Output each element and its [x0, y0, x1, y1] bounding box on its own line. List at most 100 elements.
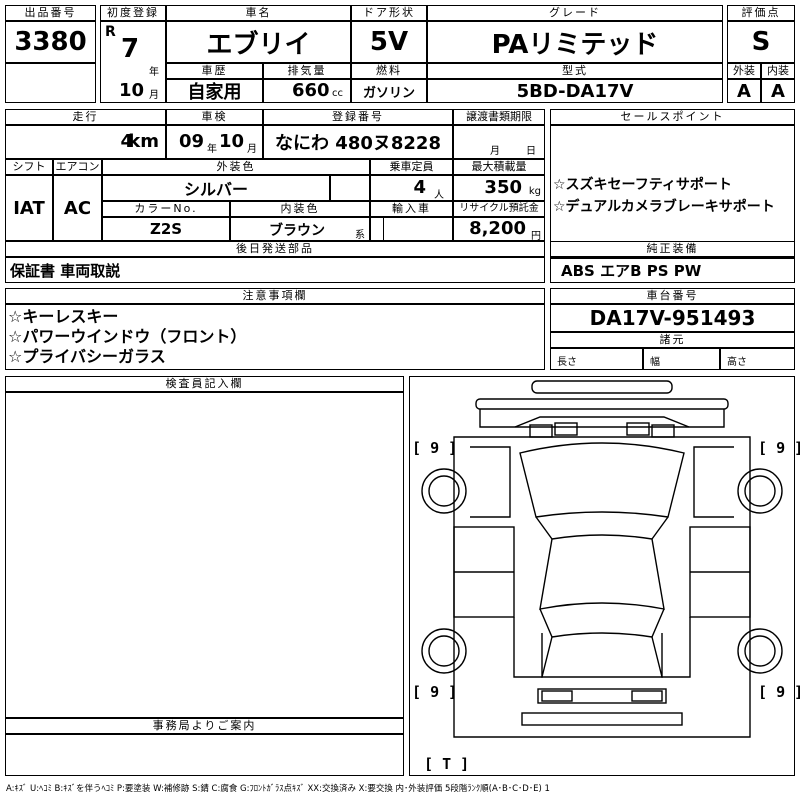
inspection-month: 10	[219, 131, 245, 152]
max-load: 350	[484, 177, 522, 198]
inspection-year: 09	[179, 131, 205, 152]
tire-rear-right: [ 9 ]	[758, 683, 800, 701]
notes-label: 注意事項欄	[5, 288, 545, 304]
spec-length-box: 長さ	[550, 348, 643, 370]
car-outline	[421, 380, 783, 738]
shift: IAT	[5, 175, 53, 241]
transfer-day-unit: 日	[526, 146, 536, 157]
first-reg-month: 10	[119, 80, 145, 101]
recycle-fee: 8,200	[469, 218, 526, 239]
car-name-label: 車名	[166, 5, 351, 21]
sales-point-box: ☆スズキセーフティサポート ☆デュアルカメラブレーキサポート	[550, 125, 795, 259]
chassis-number: DA17V-951493	[550, 304, 795, 332]
transfer-month-unit: 月	[490, 146, 500, 157]
capacity-label: 乗車定員	[370, 159, 453, 175]
displacement-unit: cc	[332, 88, 343, 99]
score-label: 評価点	[727, 5, 795, 21]
chassis-label: 車台番号	[550, 288, 795, 304]
inspection-year-unit: 年	[207, 144, 217, 155]
plate-label: 登録番号	[263, 109, 453, 125]
aircon: AC	[53, 175, 102, 241]
max-load-label: 最大積載量	[453, 159, 545, 175]
spec-length-label: 長さ	[557, 357, 577, 368]
plate-number: なにわ 480ヌ8228	[263, 125, 453, 159]
exterior-color: シルバー	[102, 175, 330, 201]
capacity: 4	[413, 177, 426, 198]
door-label: ドア形状	[351, 5, 427, 21]
first-reg-label: 初度登録	[100, 5, 166, 21]
max-load-unit: kg	[528, 186, 541, 197]
grade: PAリミテッド	[427, 21, 723, 63]
fuel: ガソリン	[351, 79, 427, 103]
tire-front-right: [ 9 ]	[758, 439, 800, 457]
ext-score: A	[727, 79, 761, 103]
recycle-box: 8,200 円	[453, 217, 545, 242]
history-label: 車歴	[166, 63, 263, 79]
max-load-box: 350 kg	[453, 175, 545, 201]
lot-number: 3380	[5, 21, 96, 63]
mileage: 4	[120, 131, 133, 152]
exterior-color-label: 外装色	[102, 159, 370, 175]
car-name: エブリイ	[166, 21, 351, 63]
interior-color-box: ブラウン 系	[230, 217, 370, 241]
spec-height-label: 高さ	[727, 357, 747, 368]
inspection-month-unit: 月	[247, 144, 257, 155]
first-reg-era: R	[105, 24, 116, 40]
tire-front-left: [ 9 ]	[412, 439, 458, 457]
displacement: 660	[292, 80, 330, 101]
import-box	[370, 217, 453, 241]
interior-color-unit: 系	[355, 230, 365, 241]
sales-point-label: セールスポイント	[550, 109, 795, 125]
grade-label: グレード	[427, 5, 723, 21]
later-parts-box: 保証書 車両取説	[5, 257, 545, 283]
spec-width-box: 幅	[643, 348, 720, 370]
inspection-label: 車検	[166, 109, 263, 125]
note-2: ☆パワーウインドウ（フロント）	[8, 327, 247, 346]
later-parts-label: 後日発送部品	[5, 241, 545, 257]
displacement-label: 排気量	[263, 63, 351, 79]
mileage-unit: km	[128, 131, 159, 152]
first-reg-year: 7	[121, 34, 140, 64]
spec-width-label: 幅	[650, 357, 660, 368]
color-no: Z2S	[102, 217, 230, 241]
notes-box: ☆キーレスキー ☆パワーウインドウ（フロント） ☆プライバシーガラス	[5, 304, 545, 370]
interior-color-label: 内装色	[230, 201, 370, 217]
mileage-label: 走行	[5, 109, 166, 125]
model-label: 型式	[427, 63, 723, 79]
spec-height-box: 高さ	[720, 348, 795, 370]
ext-score-label: 外装	[727, 63, 761, 79]
note-1: ☆キーレスキー	[8, 307, 119, 326]
sales-point-1: ☆スズキセーフティサポート	[553, 177, 732, 193]
lot-blank	[5, 63, 96, 103]
legend: A:ｷｽﾞ U:ﾍｺﾐ B:ｷｽﾞを伴うﾍｺﾐ P:要塗装 W:補修跡 S:錆 …	[6, 784, 550, 794]
note-3: ☆プライバシーガラス	[8, 347, 166, 366]
recycle-unit: 円	[531, 231, 541, 242]
recycle-label: リサイクル預託金	[453, 201, 545, 217]
displacement-box: 660 cc	[263, 79, 351, 103]
later-parts: 保証書 車両取説	[10, 262, 121, 280]
first-reg-month-unit: 月	[149, 90, 159, 101]
aircon-label: エアコン	[53, 159, 102, 175]
interior-color: ブラウン	[269, 223, 325, 239]
model: 5BD-DA17V	[427, 79, 723, 103]
import-label: 輸入車	[370, 201, 453, 217]
fuel-label: 燃料	[351, 63, 427, 79]
car-diagram: [ 9 ] [ 9 ] [ 9 ] [ 9 ] [ T ]	[409, 376, 800, 776]
color-no-label: カラーNo.	[102, 201, 230, 217]
specs-label: 諸元	[550, 332, 795, 348]
history: 自家用	[166, 79, 263, 103]
tire-rear-left: [ 9 ]	[412, 683, 458, 701]
int-score: A	[761, 79, 795, 103]
mileage-box: 4 km	[5, 125, 166, 159]
sales-point-2: ☆デュアルカメラブレーキサポート	[553, 199, 775, 215]
first-reg-box: R 7 年 10 月	[100, 21, 166, 103]
shift-label: シフト	[5, 159, 53, 175]
genuine-label: 純正装備	[550, 241, 795, 257]
exterior-color-blank	[330, 175, 370, 201]
int-score-label: 内装	[761, 63, 795, 79]
capacity-box: 4 人	[370, 175, 453, 201]
genuine-box: ABS エアB PS PW	[550, 257, 795, 283]
office-label: 事務局よりご案内	[5, 718, 404, 734]
inspector-area	[5, 392, 404, 718]
first-reg-year-unit: 年	[149, 67, 159, 78]
